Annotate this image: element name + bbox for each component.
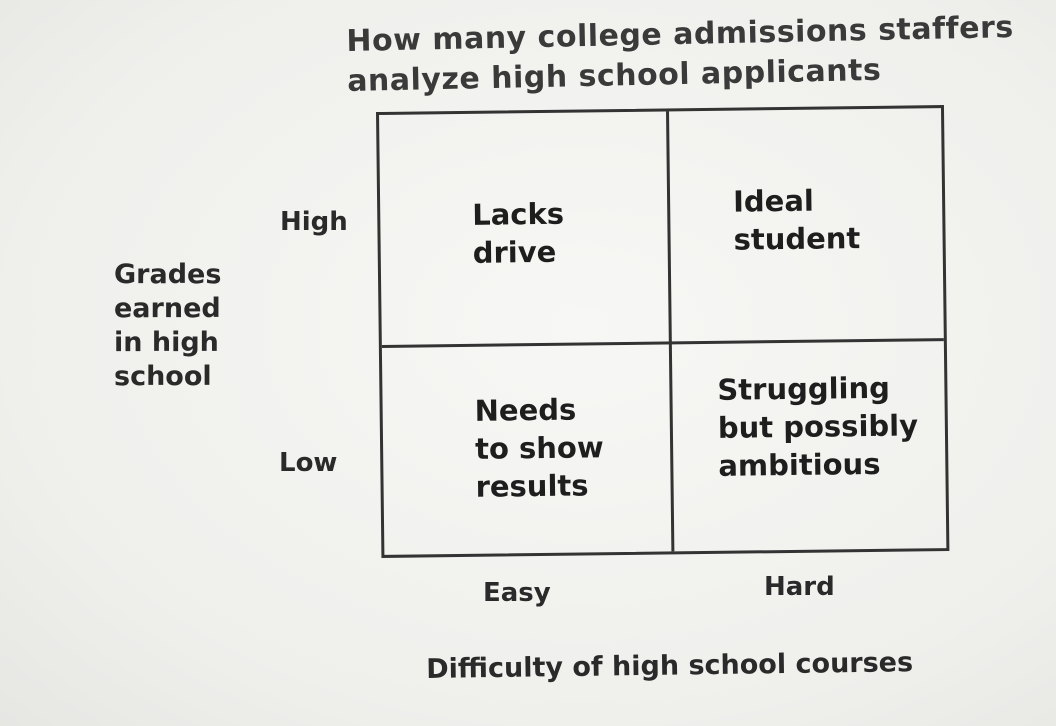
x-axis-hard-label: Hard	[764, 572, 835, 602]
diagram-title: How many college admissions staffers ana…	[346, 7, 1048, 102]
quadrant-low-grades-hard-courses: Struggling but possibly ambitious	[717, 368, 919, 484]
y-axis-high-label: High	[280, 207, 348, 237]
quadrant-text-line: student	[733, 221, 861, 257]
grid-vertical-divider	[666, 111, 675, 552]
quadrant-text-line: drive	[472, 234, 557, 270]
quadrant-text-line: but possibly	[717, 408, 919, 445]
quadrant-high-grades-hard-courses: Ideal student	[733, 181, 861, 259]
y-axis-title-line: Grades	[114, 259, 222, 290]
grid-horizontal-divider	[381, 338, 944, 348]
y-axis-title-line: earned	[114, 293, 221, 324]
quadrant-text-line: Lacks	[472, 196, 565, 232]
quadrant-text-line: to show	[474, 430, 604, 466]
quadrant-low-grades-easy-courses: Needs to show results	[474, 390, 604, 506]
y-axis-title: Grades earned in high school	[114, 258, 221, 394]
quadrant-text-line: Needs	[474, 392, 577, 428]
quadrant-high-grades-easy-courses: Lacks drive	[472, 195, 565, 272]
y-axis-title-line: school	[114, 361, 212, 392]
quadrant-text-line: ambitious	[718, 446, 881, 483]
y-axis-title-line: in high	[114, 327, 219, 358]
quadrant-grid: Lacks drive Ideal student Needs to show …	[376, 105, 950, 558]
quadrant-text-line: Ideal	[732, 183, 815, 219]
y-axis-low-label: Low	[279, 448, 338, 478]
x-axis-title: Difficulty of high school courses	[426, 647, 914, 685]
quadrant-text-line: Struggling	[717, 370, 891, 407]
x-axis-easy-label: Easy	[483, 578, 551, 608]
quadrant-text-line: results	[475, 468, 589, 504]
